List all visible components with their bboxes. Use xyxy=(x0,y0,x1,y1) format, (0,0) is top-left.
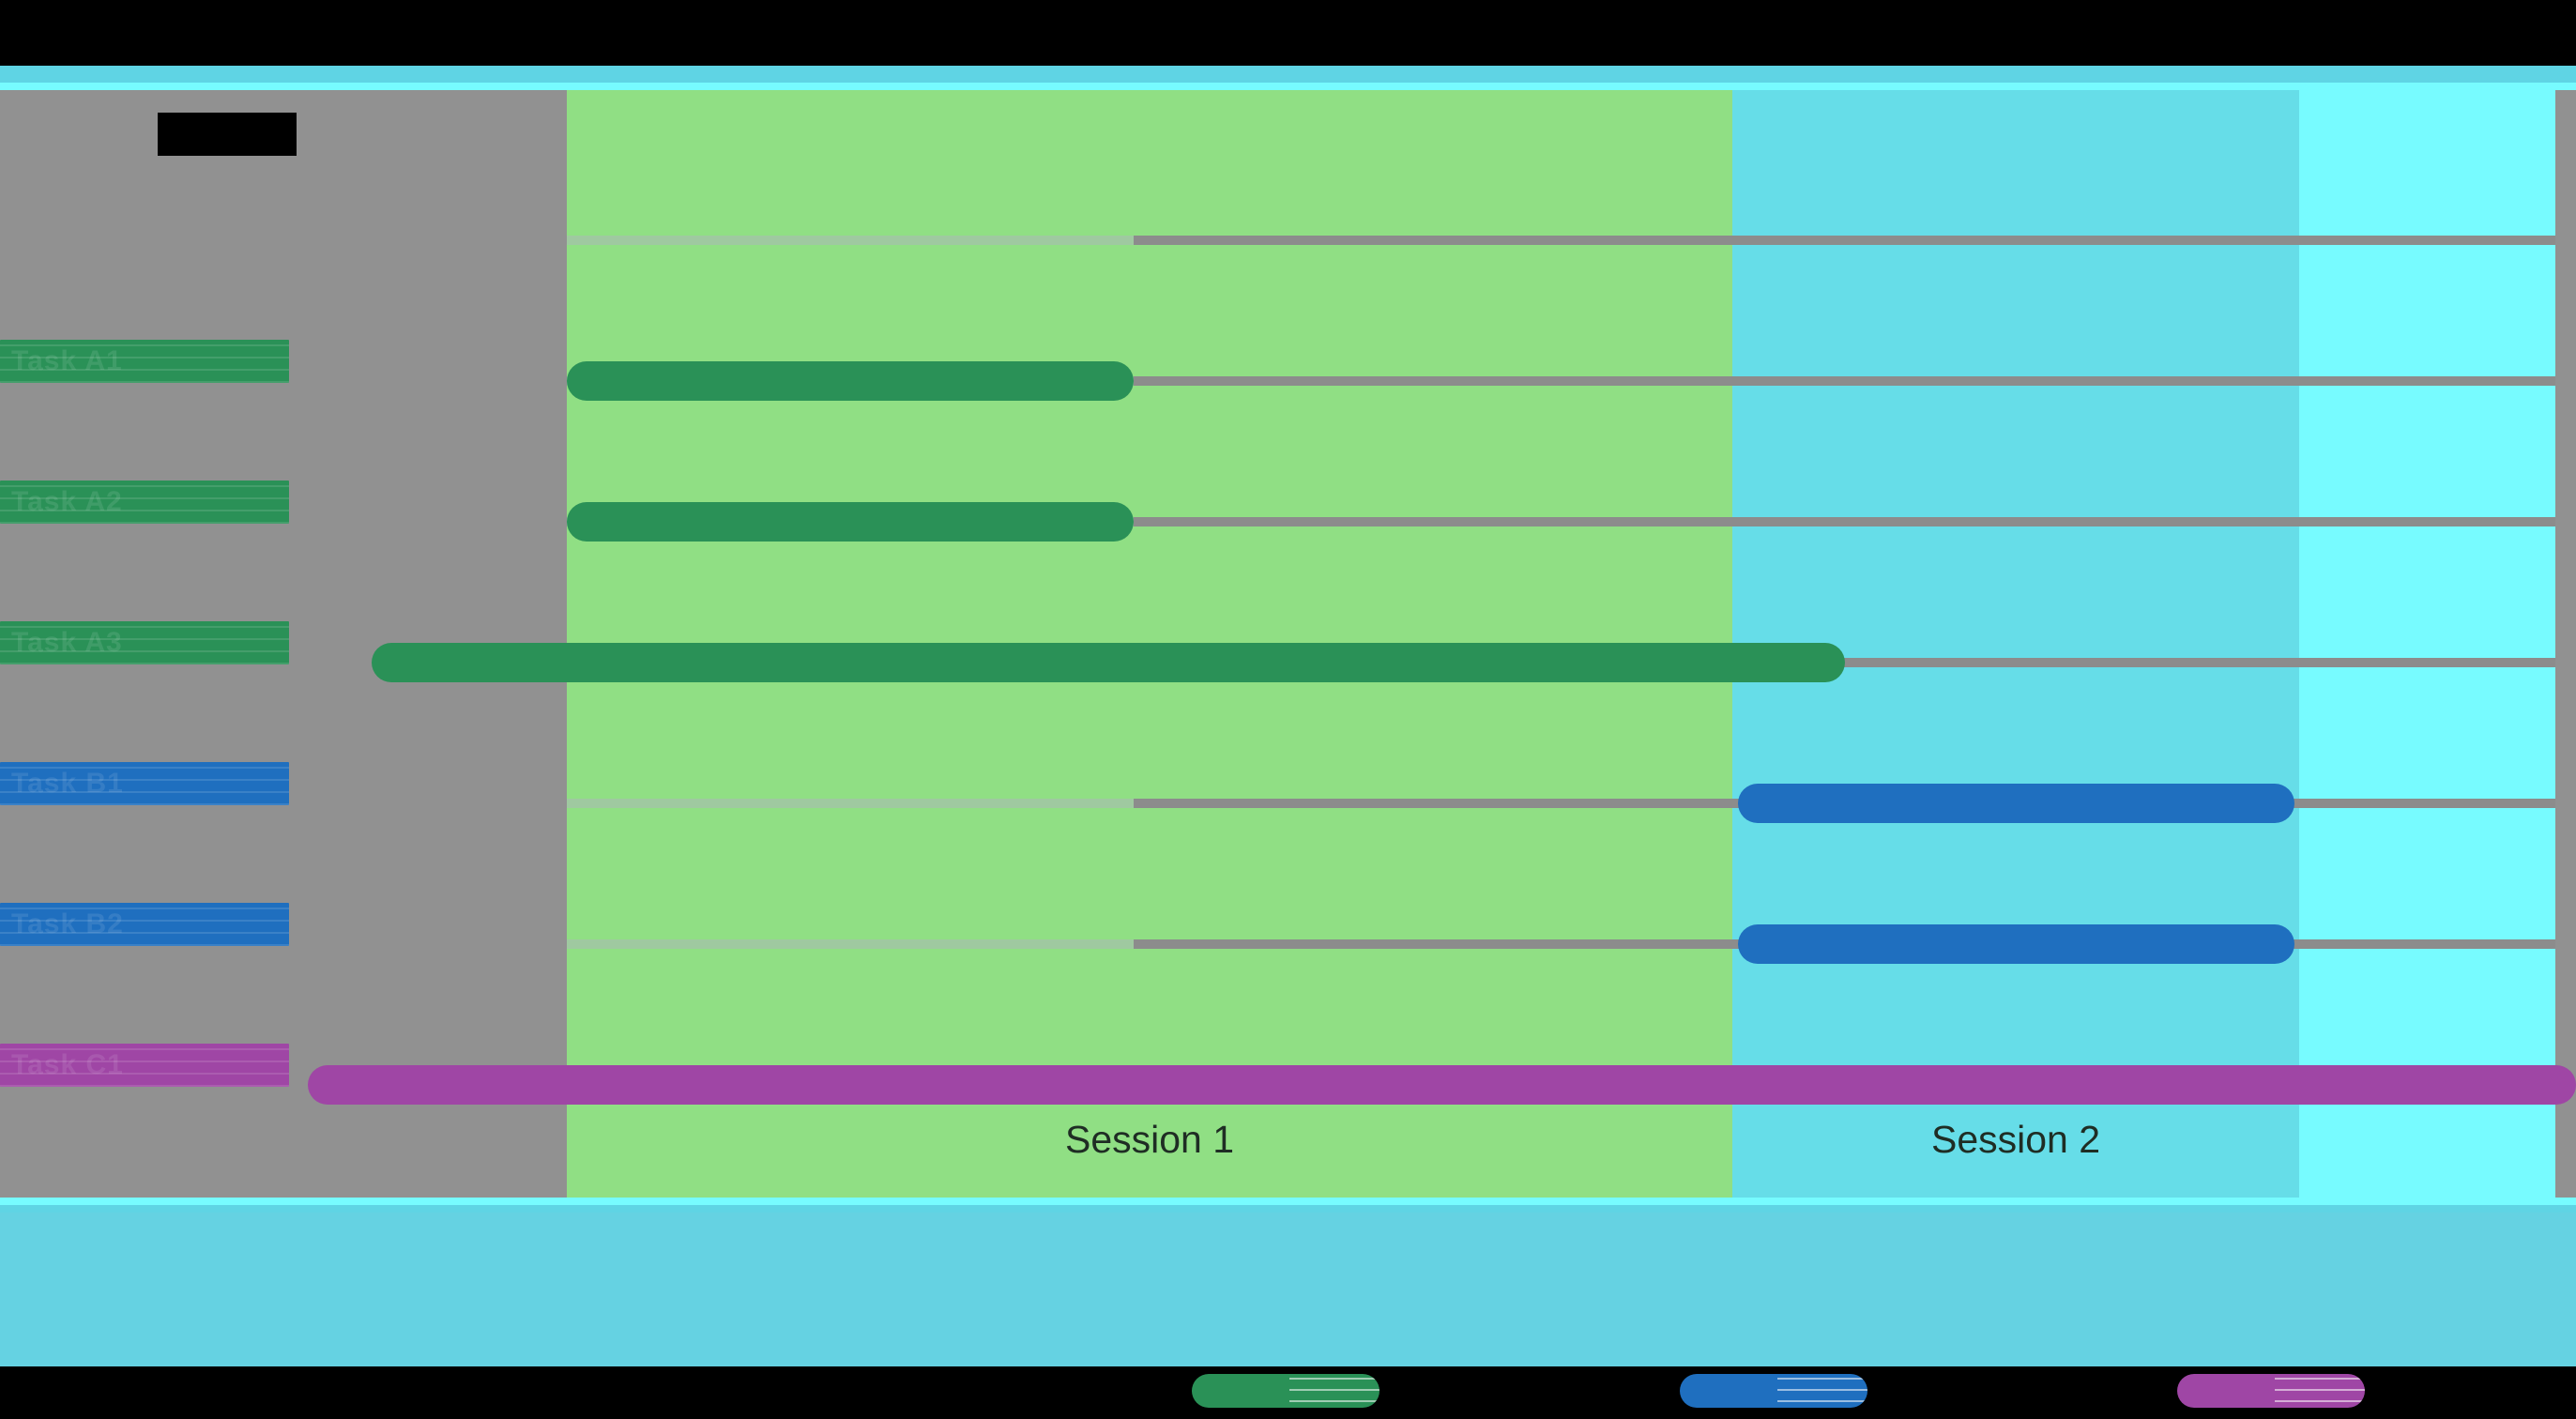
y-axis-label-2: Task A2 xyxy=(0,481,289,524)
legend xyxy=(0,1366,2576,1419)
legend-item[interactable] xyxy=(1680,1374,1867,1408)
gridline xyxy=(567,236,1134,245)
legend-item[interactable] xyxy=(1192,1374,1379,1408)
legend-swatch xyxy=(2177,1374,2365,1408)
y-axis-label-text: Task A1 xyxy=(11,345,123,376)
y-axis-label-text: Task B1 xyxy=(11,768,124,799)
gantt-bar[interactable] xyxy=(372,643,1845,682)
footer-accent-strip xyxy=(0,1198,2576,1205)
session-label-1: Session 1 xyxy=(1064,1118,1235,1161)
gantt-bar[interactable] xyxy=(1738,784,2294,823)
gantt-bar[interactable] xyxy=(567,361,1134,401)
y-axis-label-text: Task C1 xyxy=(11,1049,124,1080)
footer-panel xyxy=(0,1213,2576,1366)
plot-area: Session 1 Session 2 Task A1 Task A2 Task A3 T… xyxy=(0,90,2576,1198)
y-axis-label-5: Task B2 xyxy=(0,903,289,946)
gridline xyxy=(1134,376,2555,386)
gridline xyxy=(567,799,1134,808)
y-axis-label-1: Task A1 xyxy=(0,340,289,383)
y-axis-label-text: Task B2 xyxy=(11,908,124,939)
y-axis-label-4: Task B1 xyxy=(0,762,289,805)
top-accent-strip xyxy=(0,66,2576,83)
gridline xyxy=(567,939,1134,949)
session-band-3 xyxy=(2299,90,2555,1198)
y-axis-label-text: Task A2 xyxy=(11,486,123,517)
page-title xyxy=(158,113,297,156)
gridline xyxy=(1134,517,2555,526)
top-accent-strip-2 xyxy=(0,83,2576,90)
y-axis-label-3: Task A3 xyxy=(0,621,289,664)
y-axis-label-6: Task C1 xyxy=(0,1044,289,1087)
legend-swatch xyxy=(1680,1374,1867,1408)
legend-swatch xyxy=(1192,1374,1379,1408)
session-label-2: Session 2 xyxy=(1930,1118,2101,1161)
gantt-bar[interactable] xyxy=(567,502,1134,542)
gridline xyxy=(1134,236,2555,245)
footer-accent-strip-2 xyxy=(0,1205,2576,1213)
y-axis-label-text: Task A3 xyxy=(11,627,123,658)
legend-item[interactable] xyxy=(2177,1374,2365,1408)
gantt-bar[interactable] xyxy=(308,1065,2576,1105)
gantt-bar[interactable] xyxy=(1738,924,2294,964)
